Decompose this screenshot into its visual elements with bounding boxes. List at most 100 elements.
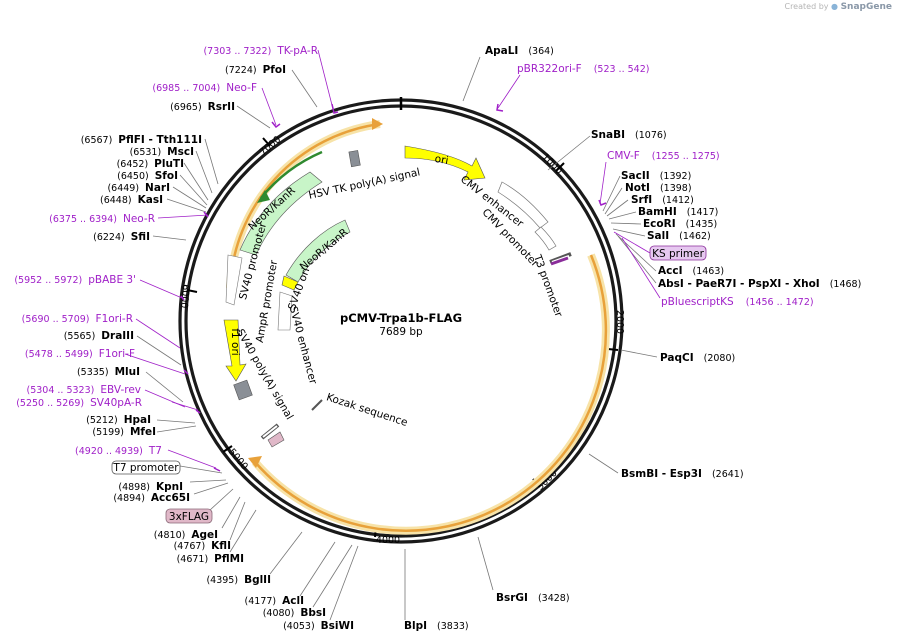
sv40-ori-feature[interactable] [281, 275, 299, 291]
primer-f1ori-r[interactable]: (5690 .. 5709)F1ori-R [22, 313, 133, 325]
site-acli[interactable]: (4177)AclI [245, 595, 304, 607]
site-kpni[interactable]: (4898)KpnI [118, 481, 183, 493]
site-bsrgi[interactable]: BsrGI(3428) [496, 592, 570, 604]
site-sali[interactable]: SalI(1462) [647, 230, 711, 242]
cmv-promoter-feature[interactable] [534, 226, 557, 251]
site-agei[interactable]: (4810)AgeI [154, 529, 218, 541]
orf-arc [254, 254, 608, 532]
leader-sacii [602, 175, 621, 212]
site-bsmbi-esp3i[interactable]: BsmBI - Esp3I(2641) [621, 468, 744, 480]
primer-pbluescriptks[interactable]: pBluescriptKS(1456 .. 1472) [661, 296, 814, 308]
leader-bsrgi [477, 536, 494, 591]
site-paqci[interactable]: PaqCI(2080) [660, 352, 735, 364]
primer-range: (7303 .. 7322) [203, 46, 271, 57]
site-bamhi[interactable]: BamHI(1417) [638, 206, 718, 218]
site-pluti[interactable]: (6452)PluTI [117, 158, 184, 170]
primer-neo-r[interactable]: (6375 .. 6394)Neo-R [49, 213, 155, 225]
site-msci[interactable]: (6531)MscI [130, 146, 194, 158]
primer-pbabe3[interactable]: (5952 .. 5972)pBABE 3' [14, 274, 136, 286]
kozak-mark[interactable] [311, 399, 323, 411]
site-name: BbsI [300, 607, 326, 619]
ks-primer-box[interactable]: KS primer [649, 245, 707, 261]
site-pos: (5335) [77, 367, 109, 378]
neo-dark-arrowhead-icon [257, 190, 270, 203]
site-sfii[interactable]: (6224)SfiI [93, 231, 150, 243]
sites-right: ApaLI(364) SnaBI(1076) SacII(1392) NotI(… [404, 45, 861, 632]
site-blpi[interactable]: BlpI(3833) [404, 620, 469, 632]
primer-name: Neo-F [226, 82, 257, 94]
site-bbsi[interactable]: (4080)BbsI [263, 607, 326, 619]
site-name: PflFI - Tth111I [118, 134, 202, 146]
primer-neo-f[interactable]: (6985 .. 7004)Neo-F [152, 82, 257, 94]
site-noti[interactable]: NotI(1398) [625, 182, 692, 194]
site-name: MluI [115, 366, 140, 378]
site-srfi[interactable]: SrfI(1412) [631, 194, 694, 206]
sv40-polya-block[interactable] [233, 379, 253, 401]
site-apali[interactable]: ApaLI(364) [485, 45, 554, 57]
primer-cmv-f[interactable]: CMV-F(1255 .. 1275) [607, 150, 720, 162]
site-ecori[interactable]: EcoRI(1435) [643, 218, 717, 230]
site-rsrii[interactable]: (6965)RsrII [170, 101, 235, 113]
primer-name: pBR322ori-F [517, 63, 582, 75]
primer-sv40pa-r[interactable]: (5250 .. 5269)SV40pA-R [16, 397, 142, 409]
site-pos: (2641) [712, 469, 744, 480]
trpa1b-orf[interactable] [248, 253, 610, 535]
site-mlui[interactable]: (5335) MluI [77, 366, 140, 378]
3xflag-box[interactable]: 3xFLAG [165, 508, 213, 524]
neor-kanr-inner-feature[interactable] [285, 219, 351, 283]
site-name: SfoI [155, 170, 178, 182]
primer-ebv-rev[interactable]: (5304 .. 5323)EBV-rev [27, 384, 142, 396]
site-mfei[interactable]: (5199)MfeI [92, 426, 156, 438]
leader-kpni [189, 479, 227, 483]
site-absi-xhoi[interactable]: AbsI - PaeR7I - PspXI - XhoI(1468) [658, 278, 861, 290]
leader-nari [172, 186, 207, 209]
leader-bglii [269, 531, 303, 575]
primer-range: (1255 .. 1275) [652, 151, 720, 162]
site-acci[interactable]: AccI(1463) [658, 265, 724, 277]
site-sfoi[interactable]: (6450) SfoI [117, 170, 178, 182]
ampr-promoter-feature[interactable] [277, 291, 293, 331]
site-pflmi[interactable]: (4671)PflMI [177, 553, 244, 565]
site-name: SalI [647, 230, 669, 242]
site-kasi[interactable]: (6448)KasI [100, 194, 163, 206]
site-sacii[interactable]: SacII(1392) [621, 170, 691, 182]
site-draiii[interactable]: (5565)DraIII [64, 330, 134, 342]
leader-pfoi [291, 69, 318, 108]
t7-promoter-inner [262, 425, 278, 438]
leader-flag [209, 488, 234, 511]
leader-lines [124, 49, 661, 621]
primer-pbr322ori-f[interactable]: pBR322ori-F(523 .. 542) [517, 63, 649, 75]
neo-dark-arc [257, 150, 323, 203]
site-hpai[interactable]: (5212)HpaI [86, 414, 151, 426]
primer-range: (5478 .. 5499) [25, 349, 93, 360]
site-pos: (4894) [113, 493, 145, 504]
site-snabi[interactable]: SnaBI(1076) [591, 129, 667, 141]
neor-kanr-outer-feature[interactable] [239, 171, 323, 256]
sv40-promoter-feature[interactable] [225, 254, 243, 306]
primer-name: pBABE 3' [88, 274, 136, 286]
site-acc65i[interactable]: (4894)Acc65I [113, 492, 190, 504]
t7-promoter-box[interactable]: T7 promoter [111, 460, 181, 475]
site-pflfi-tth111i[interactable]: (6567)PflFI - Tth111I [81, 134, 202, 146]
f1-ori-feature[interactable] [223, 319, 247, 382]
primer-f1ori-f[interactable]: (5478 .. 5499)F1ori-F [25, 348, 135, 360]
tick-mark [262, 137, 271, 147]
site-pos: (6450) [117, 171, 149, 182]
primer-tk-pa-r[interactable]: (7303 .. 7322)TK-pA-R [203, 45, 318, 57]
leader-acci [615, 233, 657, 272]
3xflag-feature[interactable] [267, 431, 285, 448]
site-kfli[interactable]: (4767)KflI [174, 540, 231, 552]
site-bsiwi[interactable]: (4053)BsiWI [283, 620, 354, 632]
leader-pbabe3 [139, 279, 183, 299]
ori-feature[interactable] [404, 145, 486, 181]
leader-hpai [156, 419, 196, 424]
neo-orf-upper[interactable] [226, 118, 383, 289]
site-pfoi[interactable]: (7224)PfoI [225, 64, 286, 76]
site-nari[interactable]: (6449)NarI [107, 182, 170, 194]
site-bglii[interactable]: (4395)BglII [206, 574, 271, 586]
leader-pluti [183, 162, 209, 201]
primer-t7[interactable]: (4920 .. 4939)T7 [75, 445, 162, 457]
hsv-tk-polya-block[interactable] [348, 150, 361, 168]
primer-mark [180, 295, 185, 301]
